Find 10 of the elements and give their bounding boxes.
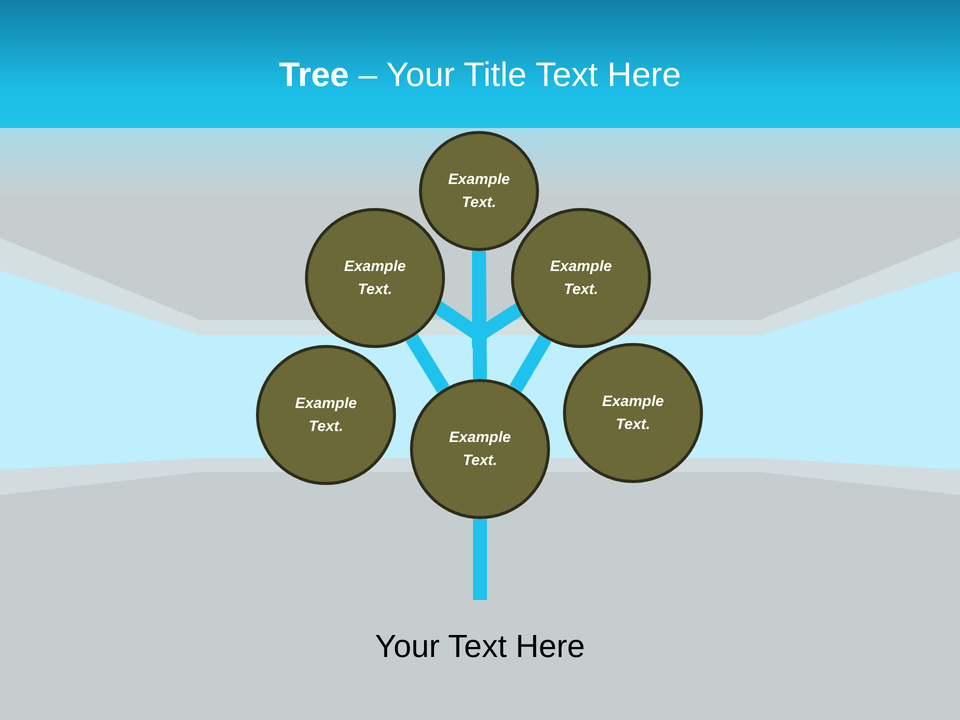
circle-text: Example Text.: [448, 428, 512, 471]
tree-branch: [510, 334, 552, 392]
tree-branch: [406, 334, 450, 393]
circle-text: Example Text.: [447, 170, 511, 213]
circle-text: Example Text.: [601, 392, 665, 435]
subtitle-text: Your Text Here: [374, 627, 586, 666]
slide-title: Tree – Your Title Text Here: [278, 55, 682, 96]
circle-text: Example Text.: [294, 394, 358, 437]
circle-text: Example Text.: [343, 257, 407, 300]
circle-text: Example Text.: [549, 257, 613, 300]
